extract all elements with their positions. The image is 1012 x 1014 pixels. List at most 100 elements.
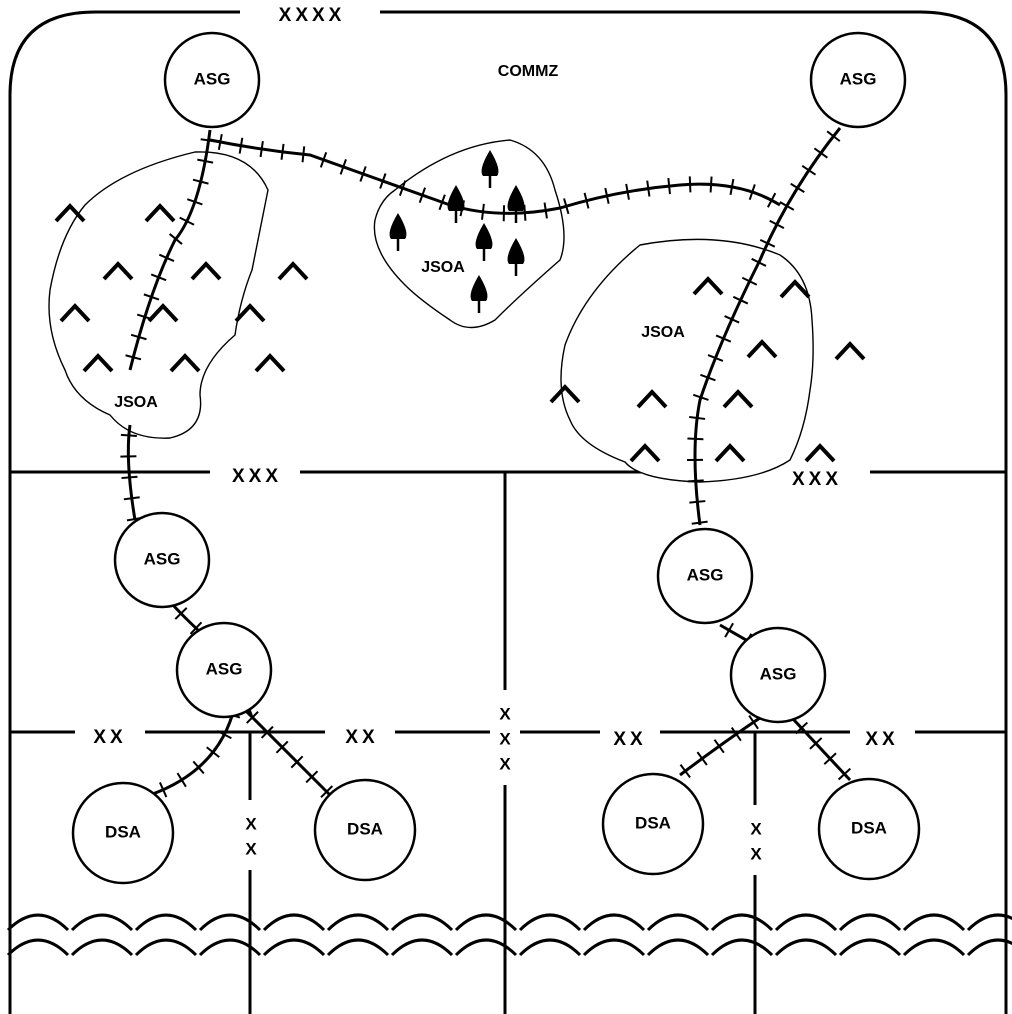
rail-tie — [583, 192, 590, 209]
rail-tie — [769, 219, 785, 230]
svg-text:X: X — [245, 814, 257, 833]
rail-tie — [123, 496, 140, 501]
corps-boundary-symbol-right: XXX — [792, 469, 842, 490]
rail-tie — [523, 204, 527, 221]
water-symbol — [710, 913, 774, 932]
asg-node-top-right: ASG — [809, 31, 907, 129]
rail-tie — [667, 177, 671, 195]
mountain-symbol — [834, 341, 866, 361]
rail-tie — [158, 253, 175, 262]
rail-tie — [179, 216, 195, 226]
svg-text:X: X — [499, 704, 511, 723]
division-boundary-symbol-vertical-right: X X — [750, 819, 762, 863]
rail-tie — [379, 173, 387, 189]
rail-tie — [543, 202, 548, 219]
rail-tie — [200, 138, 217, 143]
asg-label: ASG — [840, 69, 877, 88]
rail-tie — [837, 767, 852, 781]
water-symbol — [326, 938, 390, 957]
asg-label: ASG — [206, 659, 243, 678]
rail-tie — [801, 164, 817, 176]
rail-tie — [713, 739, 725, 754]
rail-tie — [121, 475, 138, 480]
mountain-symbol — [692, 276, 724, 296]
rail-tie — [259, 140, 264, 158]
rail-tie — [748, 184, 756, 200]
asg-node-corps-left-1: ASG — [113, 511, 211, 609]
tree-symbol — [507, 185, 525, 211]
asg-node-corps-right-2: ASG — [729, 626, 827, 724]
rail-tie — [305, 770, 319, 784]
water-symbol — [838, 913, 902, 932]
tree-symbol — [470, 275, 488, 301]
water-symbol — [326, 913, 390, 932]
water-symbol — [710, 938, 774, 957]
army-group-boundary-symbol: XXXX — [279, 5, 346, 26]
rail-tie — [707, 354, 724, 362]
division-boundary-symbol-2: XX — [345, 727, 378, 748]
rail-tie — [688, 176, 692, 193]
rail-tie — [189, 621, 203, 635]
rail-tie — [687, 479, 704, 483]
rail-tie — [320, 785, 334, 799]
water-symbol — [518, 938, 582, 957]
rail-tie — [143, 293, 160, 301]
dsa-node-2: DSA — [313, 778, 417, 882]
rail-tie — [715, 334, 732, 343]
mountain-symbol — [59, 303, 91, 323]
water-symbol — [902, 938, 966, 957]
division-boundary-symbol-3: XX — [613, 729, 646, 750]
rail-tie — [168, 233, 183, 245]
rail-tie — [823, 752, 837, 765]
water-symbol — [198, 938, 262, 957]
rail-tie — [794, 721, 809, 735]
water-symbol — [390, 913, 454, 932]
water-symbol — [966, 913, 1012, 932]
division-boundary-symbol-1: XX — [93, 727, 126, 748]
mountain-symbols — [54, 203, 866, 463]
mountain-symbol — [779, 279, 811, 299]
dsa-node-4: DSA — [817, 777, 921, 881]
rail-tie — [751, 257, 767, 267]
mountain-symbol — [714, 443, 746, 463]
asg-label: ASG — [760, 664, 797, 683]
rail-tie — [174, 607, 188, 620]
rail-line-right — [693, 127, 842, 526]
rail-tie — [730, 726, 742, 742]
rail-tie — [186, 198, 203, 206]
rail-tie — [339, 159, 347, 175]
rail-tie — [729, 178, 735, 195]
mountain-symbol — [147, 303, 179, 323]
tree-symbol — [507, 238, 525, 264]
jsoa-terrain-left — [48, 151, 269, 439]
water-symbol — [6, 913, 70, 932]
tree-symbols — [389, 150, 525, 313]
rail-tie — [790, 182, 805, 193]
rail-tie — [724, 622, 734, 638]
rail-tie — [217, 133, 223, 151]
rail-tie — [604, 187, 610, 204]
mountain-symbol — [190, 261, 222, 281]
rail-tie — [481, 203, 485, 220]
mountain-symbol — [254, 353, 286, 373]
rail-tie — [260, 725, 274, 739]
rail-tie — [319, 151, 328, 168]
svg-text:X: X — [245, 839, 257, 858]
water-symbol — [966, 938, 1012, 957]
rail-tie — [192, 178, 209, 185]
water-symbol — [774, 938, 838, 957]
corps-boundary-symbol-vertical: X X X — [499, 704, 511, 773]
rail-tie — [275, 740, 289, 754]
water-symbol — [70, 938, 134, 957]
rail-tie — [724, 315, 740, 324]
tree-symbol — [389, 213, 407, 239]
dsa-label: DSA — [635, 813, 671, 832]
water-symbols — [6, 913, 1012, 957]
rail-tie — [741, 276, 758, 286]
rail-tie — [779, 201, 795, 211]
corps-boundary-symbol-left: XXX — [232, 466, 282, 487]
rail-tie — [692, 393, 709, 401]
rail-tie — [696, 751, 708, 766]
